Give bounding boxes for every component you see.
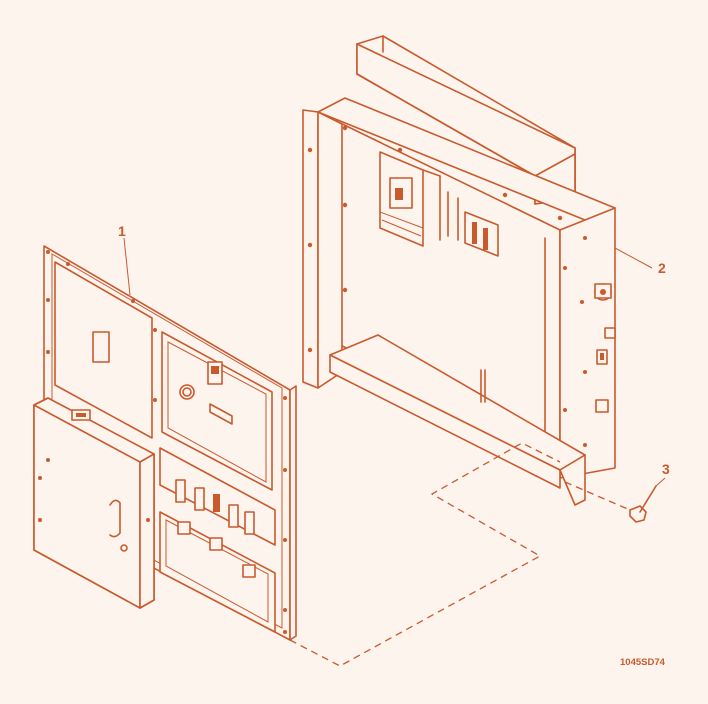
figure-code: 1045SD74 [620, 657, 666, 668]
callout-leaders [123, 237, 666, 487]
contactor [447, 191, 499, 257]
circuit-breaker [379, 151, 441, 247]
assembly-path [289, 442, 631, 667]
callout-3: 3 [662, 461, 670, 477]
panel-bolts [38, 250, 287, 634]
housing-body [302, 97, 616, 506]
callout-1: 1 [118, 223, 126, 239]
side-devices [594, 283, 616, 413]
flange-bolts [307, 125, 587, 447]
front-panel-assembly [33, 245, 297, 641]
enclosure-assembly [302, 35, 616, 506]
mounting-screw [629, 485, 657, 523]
fuse-row [175, 479, 255, 535]
callout-2: 2 [658, 260, 666, 276]
terminal-blocks [177, 521, 256, 578]
